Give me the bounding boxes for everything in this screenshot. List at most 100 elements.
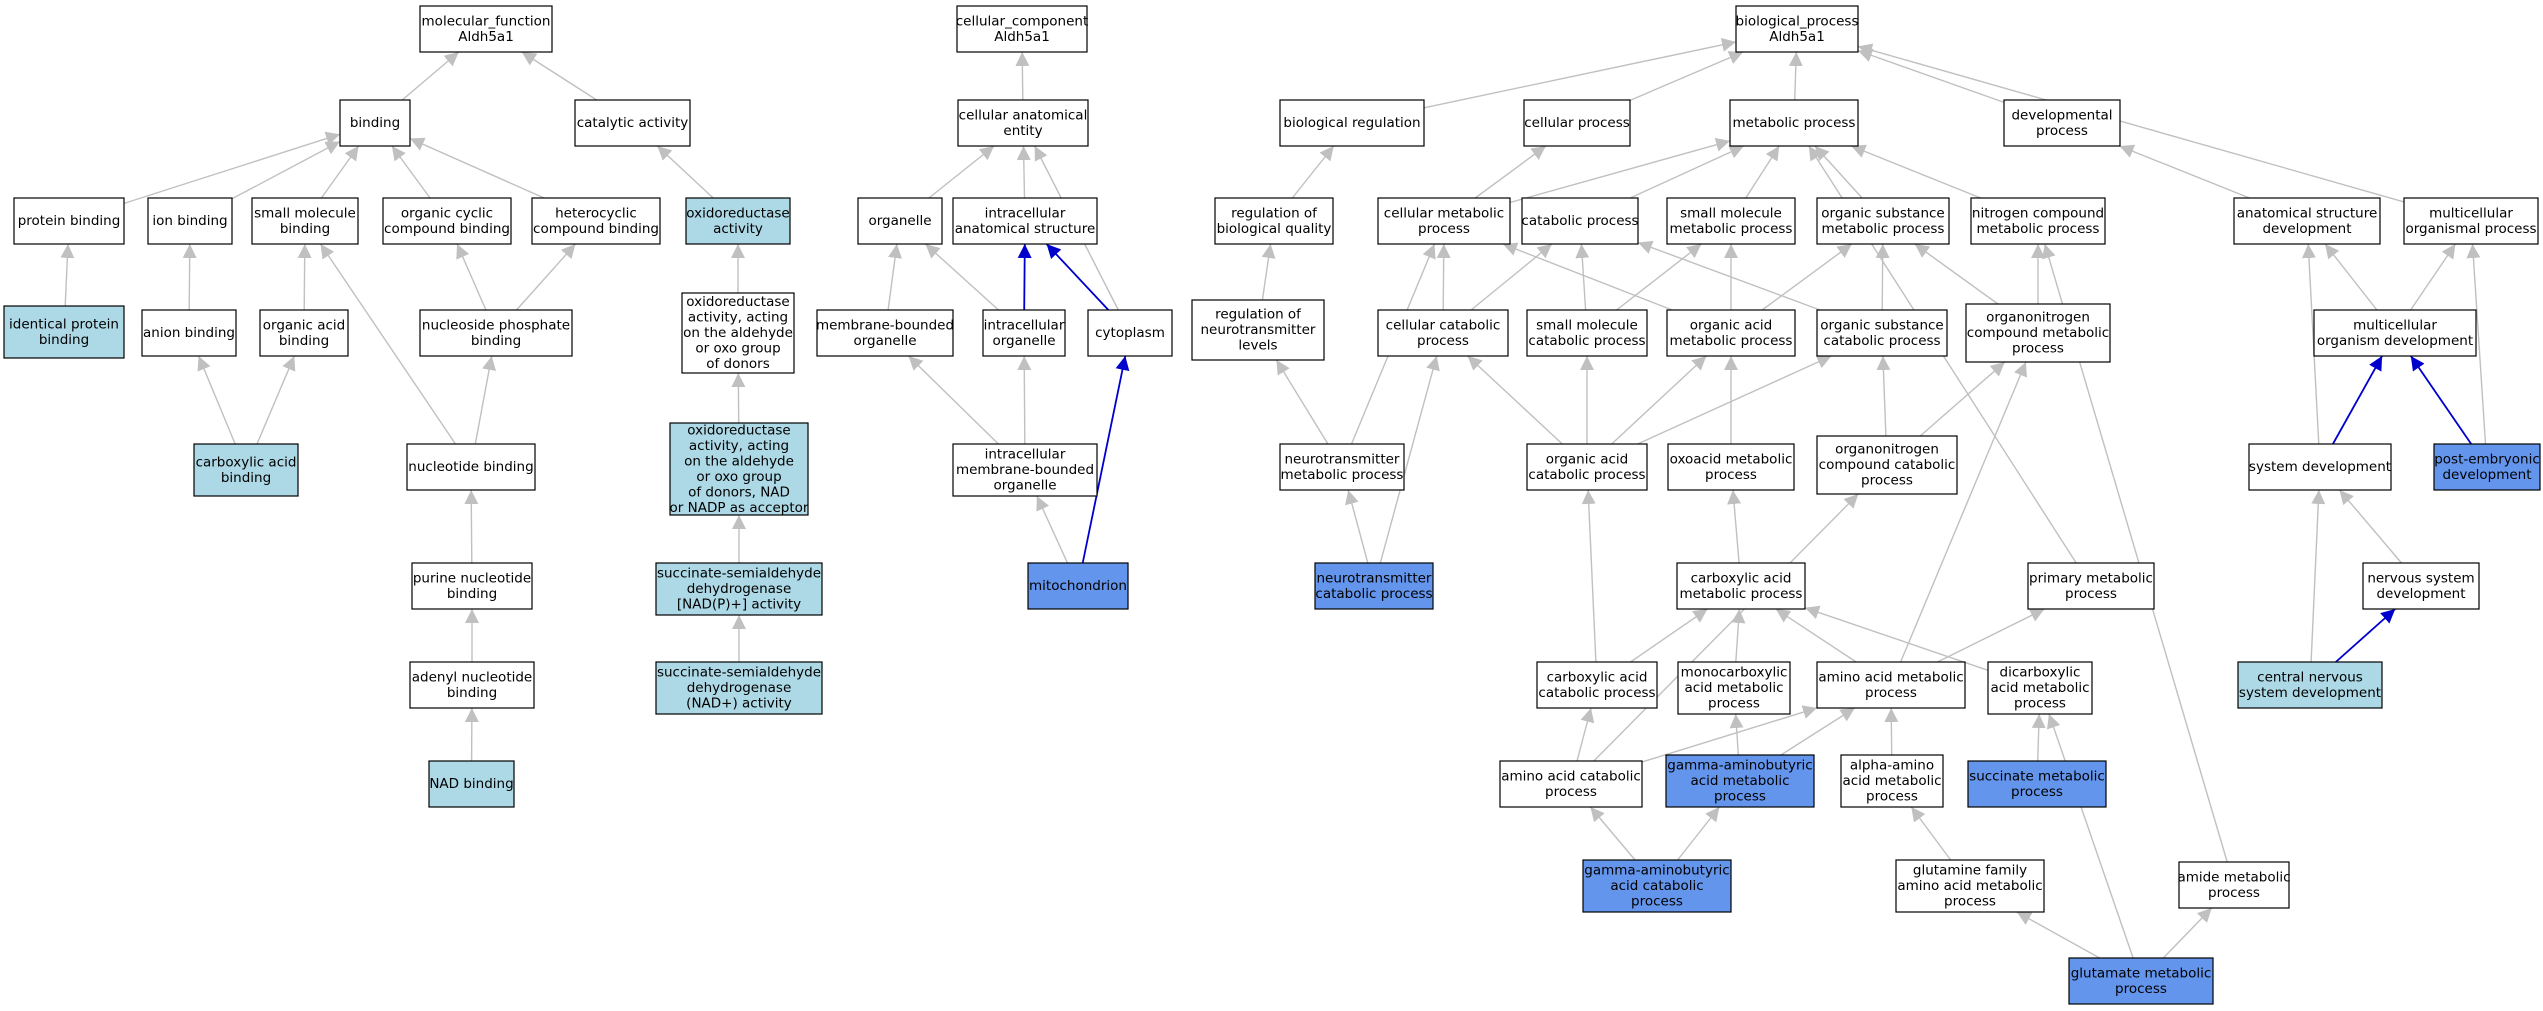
node-sysdev[interactable]: system development xyxy=(2248,443,2392,491)
node-ssadh[interactable]: succinate-semialdehydedehydrogenase(NAD+… xyxy=(655,661,823,715)
node-ionbind[interactable]: ion binding xyxy=(147,197,233,245)
node-box xyxy=(1729,99,1859,147)
node-organelle[interactable]: organelle xyxy=(857,197,943,245)
node-bioreg[interactable]: biological regulation xyxy=(1279,99,1425,147)
node-box xyxy=(141,309,237,357)
node-box xyxy=(259,309,349,357)
edge-glutmet-to-amidemet xyxy=(2162,907,2213,959)
node-box xyxy=(419,309,573,357)
node-nucbind[interactable]: nucleotide binding xyxy=(406,443,536,491)
node-label: anatomical structure xyxy=(2237,205,2378,221)
node-catab[interactable]: catabolic process xyxy=(1521,197,1639,245)
node-label: process xyxy=(2036,123,2088,139)
node-cellproc[interactable]: cellular process xyxy=(1523,99,1631,147)
edge-orgacidbind-to-smbind xyxy=(297,243,312,311)
edge-organelle-to-cae xyxy=(928,145,995,199)
node-label: cellular catabolic xyxy=(1386,317,1501,333)
node-label: organic acid xyxy=(1690,317,1772,333)
edge-gabacat-to-gabamet xyxy=(1677,806,1720,861)
node-label: carboxylic acid xyxy=(1547,669,1648,685)
node-label: levels xyxy=(1238,338,1277,354)
node-label: organic substance xyxy=(1820,317,1943,333)
edge-cellcat-to-cellmet xyxy=(1436,243,1451,311)
node-metproc[interactable]: metabolic process xyxy=(1729,99,1859,147)
edge-metproc-to-bp xyxy=(1788,51,1803,101)
node-anionbind[interactable]: anion binding xyxy=(141,309,237,357)
node-box xyxy=(1536,661,1658,709)
node-mito[interactable]: mitochondrion xyxy=(1027,562,1129,610)
node-label: glutamine family xyxy=(1913,863,2027,879)
edge-postemb-to-multidev xyxy=(2410,355,2472,445)
node-label: heterocyclic xyxy=(555,205,637,221)
node-box xyxy=(1523,99,1631,147)
node-binding[interactable]: binding xyxy=(339,99,411,147)
node-nadbind[interactable]: NAD binding xyxy=(428,760,515,808)
node-catalytic[interactable]: catalytic activity xyxy=(574,99,691,147)
node-ssadhp[interactable]: succinate-semialdehydedehydrogenase[NAD(… xyxy=(655,562,823,616)
edge-dicarb-to-carbmet xyxy=(1804,605,1989,671)
node-protbind[interactable]: protein binding xyxy=(13,197,125,245)
edge-smcat-to-smmet xyxy=(1616,243,1702,311)
node-cytoplasm[interactable]: cytoplasm xyxy=(1087,309,1173,357)
node-label: cellular process xyxy=(1524,115,1630,131)
node-label: cellular_component xyxy=(956,13,1088,29)
